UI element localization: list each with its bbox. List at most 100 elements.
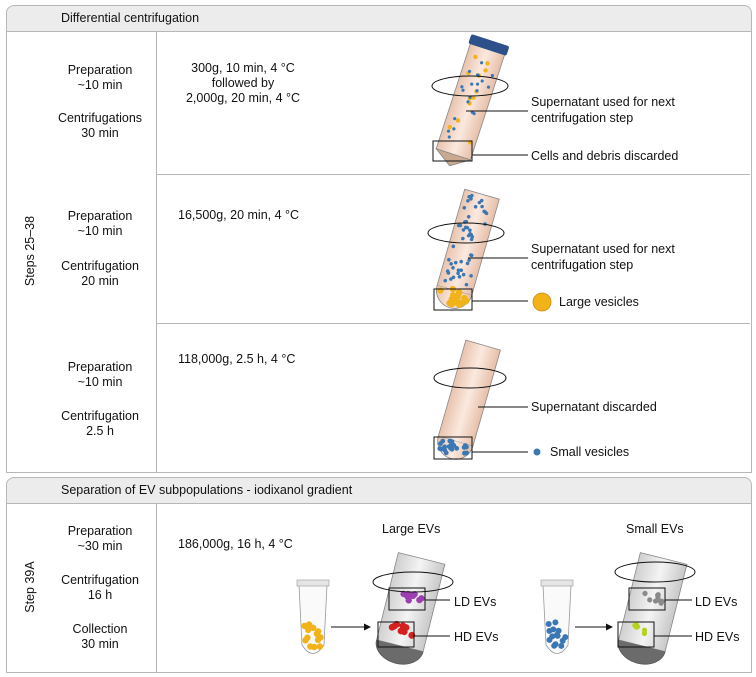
particle-blue xyxy=(470,110,474,114)
particle-blue xyxy=(459,259,464,264)
prep-label: Preparation~10 min xyxy=(67,360,133,389)
section-title: Separation of EV subpopulations - iodixa… xyxy=(61,483,353,497)
annotation-small-vesicles: Small vesicles xyxy=(550,445,630,459)
tube-cap xyxy=(468,34,509,56)
ld-box xyxy=(388,587,426,611)
particle-blue xyxy=(558,642,565,649)
eppendorf-yellow xyxy=(296,579,330,654)
tube-row3 xyxy=(437,339,501,460)
divider xyxy=(156,503,157,672)
pellet-yellow xyxy=(449,292,457,299)
particle-blue xyxy=(470,82,474,86)
particle-blue xyxy=(466,100,470,104)
particle-yellow xyxy=(315,628,322,635)
particle-blue xyxy=(475,89,479,93)
prep-label: Preparation~10 min xyxy=(67,209,133,238)
divider xyxy=(156,174,750,175)
divider xyxy=(156,323,750,324)
condition-text: 118,000g, 2.5 h, 4 °C xyxy=(178,352,296,366)
particle-yellow xyxy=(314,636,322,643)
particle-blue xyxy=(470,193,474,198)
particle-yellow xyxy=(447,124,452,130)
pellet-box xyxy=(433,288,473,311)
particle-blue xyxy=(545,621,552,627)
hd-band-red xyxy=(402,624,410,631)
particle-blue xyxy=(466,199,470,203)
hd-band-lime xyxy=(641,630,648,637)
pellet-box xyxy=(433,436,473,460)
particle-blue xyxy=(546,627,553,634)
particle-blue xyxy=(449,262,453,266)
particle-blue xyxy=(460,85,464,89)
rotation-arrow-icon xyxy=(427,222,505,244)
particle-yellow xyxy=(311,643,318,651)
particle-blue xyxy=(463,225,468,230)
pellet-blue xyxy=(449,439,455,445)
particle-blue xyxy=(447,257,451,262)
particle-blue xyxy=(451,266,455,270)
particle-blue xyxy=(453,260,458,265)
eppendorf-blue xyxy=(540,579,574,654)
particle-blue xyxy=(457,274,462,279)
particle-yellow xyxy=(473,54,478,60)
particle-blue xyxy=(456,271,460,276)
particle-blue xyxy=(467,258,471,262)
particle-blue xyxy=(449,277,453,281)
rotation-arrow-icon xyxy=(433,367,507,389)
ld-band-grey xyxy=(647,597,653,603)
particle-blue xyxy=(469,237,474,242)
particle-yellow xyxy=(316,643,324,650)
particle-blue xyxy=(555,627,562,634)
rotation-arrow-icon xyxy=(372,571,454,593)
particle-yellow xyxy=(302,637,309,644)
pellet-box xyxy=(432,140,473,162)
hd-band-red xyxy=(397,627,405,635)
particle-blue xyxy=(465,261,470,266)
particle-blue xyxy=(461,272,466,277)
divider xyxy=(156,31,157,472)
annotation-supernatant-discarded: Supernatant discarded xyxy=(531,400,657,414)
small-evs-title: Small EVs xyxy=(626,522,684,536)
ld-band-purple xyxy=(409,592,417,600)
tube-body xyxy=(437,339,501,447)
particle-blue xyxy=(469,232,474,237)
particle-blue xyxy=(456,268,461,272)
large-evs-title: Large EVs xyxy=(382,522,441,536)
pellet-yellow xyxy=(459,299,467,306)
hd-box xyxy=(377,621,415,648)
tube-tip xyxy=(435,148,472,167)
particle-blue xyxy=(458,223,463,228)
pellet-blue xyxy=(449,446,455,452)
hd-evs-label: HD EVs xyxy=(454,630,499,644)
rotation-arrow-icon xyxy=(431,75,509,97)
particle-blue xyxy=(468,95,472,99)
particle-blue xyxy=(475,82,480,86)
particle-blue xyxy=(559,637,566,644)
condition-text: 186,000g, 16 h, 4 °C xyxy=(178,537,293,551)
particle-blue xyxy=(452,127,456,131)
small-vesicle-icon xyxy=(533,448,541,456)
particle-blue xyxy=(462,205,467,210)
rotation-arrow-icon xyxy=(614,561,696,583)
particle-blue xyxy=(453,117,457,121)
particle-yellow xyxy=(305,621,313,628)
ld-band-grey xyxy=(655,597,661,603)
gradient-tube-small xyxy=(617,552,688,665)
particle-blue xyxy=(459,268,464,273)
large-vesicle-icon xyxy=(532,292,552,312)
particle-blue xyxy=(486,85,491,89)
particle-blue xyxy=(469,253,473,257)
particle-blue xyxy=(461,88,465,92)
section-title: Differential centrifugation xyxy=(61,11,200,25)
particle-blue xyxy=(477,200,482,205)
particle-blue xyxy=(467,194,471,199)
pellet-blue xyxy=(439,446,445,452)
ld-evs-label: LD EVs xyxy=(695,595,738,609)
annotation-large-vesicles: Large vesicles xyxy=(559,295,639,309)
particle-blue xyxy=(468,228,472,233)
particle-blue xyxy=(546,636,553,643)
